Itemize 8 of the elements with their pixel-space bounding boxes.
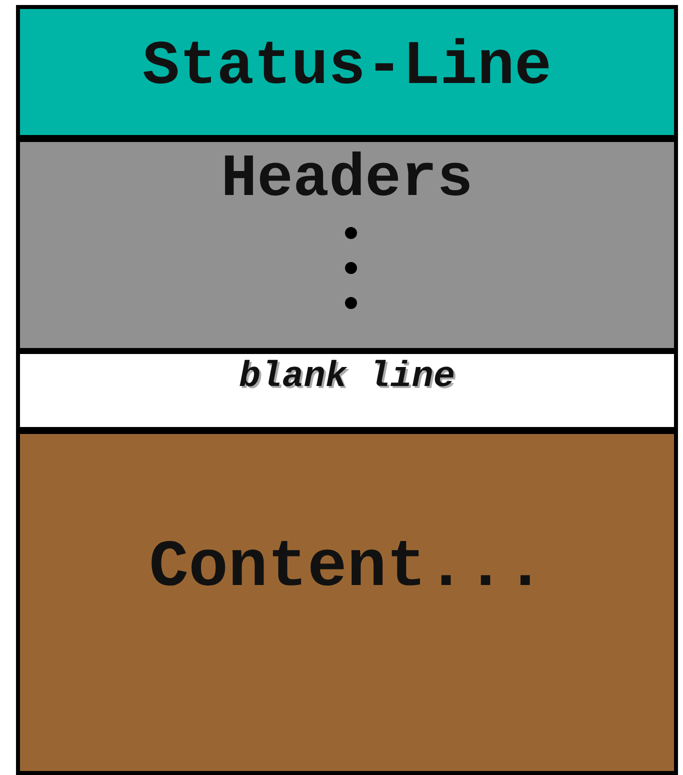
band-label: Content... <box>148 530 546 605</box>
headers-band <box>20 142 674 348</box>
status-line-band <box>20 9 674 135</box>
band-label: Status-Line <box>141 31 553 102</box>
band-label: blank line <box>238 356 456 397</box>
band-label: Headers <box>220 146 474 214</box>
content-band <box>20 434 674 771</box>
blank-line-band <box>20 354 674 427</box>
